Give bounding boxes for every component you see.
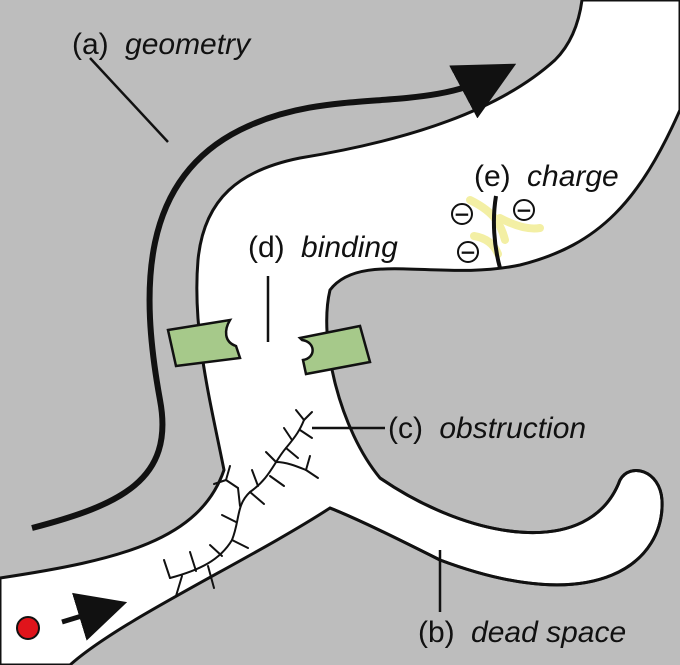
binding-site-right xyxy=(297,324,372,376)
negative-ion-2: − xyxy=(513,198,535,222)
charge-wall-strand xyxy=(491,195,502,269)
label-dead-space-prefix: (b) xyxy=(418,616,455,649)
negative-ion-1: − xyxy=(451,202,473,226)
geometry-path-arrow xyxy=(31,63,517,531)
label-charge: (e) charge xyxy=(474,160,619,193)
label-geometry: (a) geometry xyxy=(72,28,252,61)
label-obstruction: (c) obstruction xyxy=(388,412,586,445)
label-geometry-term: geometry xyxy=(125,28,252,61)
label-dead-space: (b) dead space xyxy=(418,616,626,649)
dead-space-pocket xyxy=(329,469,664,587)
svg-text:−: − xyxy=(454,202,471,226)
diffusing-particle xyxy=(16,616,40,640)
label-geometry-prefix: (a) xyxy=(72,28,109,61)
obstruction-fibers xyxy=(163,409,319,597)
label-charge-prefix: (e) xyxy=(474,160,511,193)
charge-strand-yellow-2 xyxy=(496,214,544,233)
negative-ion-3: − xyxy=(457,240,479,264)
label-charge-term: charge xyxy=(527,160,619,193)
geometry-leader-line xyxy=(89,57,169,143)
svg-text:−: − xyxy=(460,240,477,264)
label-obstruction-term: obstruction xyxy=(439,412,586,445)
charge-strands xyxy=(466,195,544,269)
label-binding: (d) binding xyxy=(248,231,398,264)
binding-site-left xyxy=(166,318,242,368)
label-dead-space-term: dead space xyxy=(471,616,626,649)
label-obstruction-prefix: (c) xyxy=(388,412,423,445)
svg-text:−: − xyxy=(516,198,533,222)
label-binding-prefix: (d) xyxy=(248,231,285,264)
particle-direction-arrow xyxy=(61,592,128,641)
label-binding-term: binding xyxy=(301,231,398,264)
